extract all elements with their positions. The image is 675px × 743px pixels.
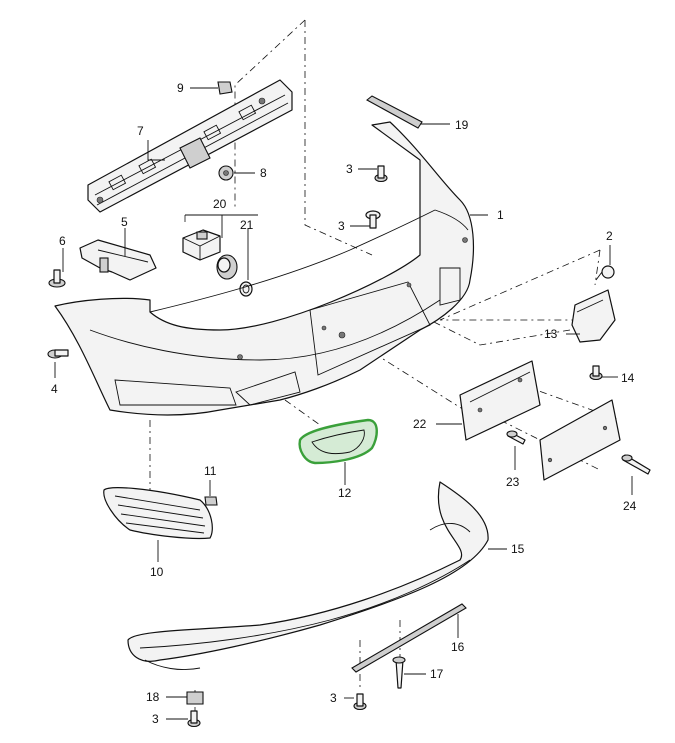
bumper-bracket-part-5[interactable]: [79, 239, 157, 281]
cap-part-2[interactable]: [595, 265, 615, 281]
callout-10: 10: [150, 565, 164, 579]
strip-part-16[interactable]: [351, 603, 467, 673]
callout-1: 1: [497, 208, 504, 222]
callout-2: 2: [606, 229, 613, 243]
callout-11: 11: [204, 464, 217, 478]
callout-3b: 3: [338, 219, 345, 233]
rivet-part-17[interactable]: [392, 656, 406, 689]
screw-part-23[interactable]: [506, 430, 526, 445]
callout-14: 14: [621, 371, 635, 385]
callout-20: 20: [213, 197, 227, 211]
parking-sensor-part-20[interactable]: [182, 229, 238, 280]
grille-insert-part-10[interactable]: [103, 487, 213, 540]
leader-lines: [54, 87, 633, 720]
bumper-cover-part-1[interactable]: [54, 121, 474, 416]
side-cover-part-13[interactable]: [571, 289, 616, 343]
license-plate: [539, 399, 621, 481]
screw-part-3-a[interactable]: [374, 165, 388, 183]
callout-9: 9: [177, 81, 184, 95]
sensor-ring-part-21[interactable]: [239, 281, 253, 297]
clip-part-11[interactable]: [204, 496, 218, 506]
callout-8: 8: [260, 166, 267, 180]
clip-part-18[interactable]: [186, 691, 204, 705]
callout-18: 18: [146, 690, 160, 704]
callout-24: 24: [623, 499, 637, 513]
plate-bracket-part-22[interactable]: [459, 360, 541, 441]
callout-23: 23: [506, 475, 520, 489]
callout-3c: 3: [330, 691, 337, 705]
callout-6: 6: [59, 234, 66, 248]
callout-3a: 3: [346, 162, 353, 176]
callout-22: 22: [413, 417, 427, 431]
callout-4: 4: [51, 382, 58, 396]
callout-17: 17: [430, 667, 444, 681]
callout-labels: 9 7 8 20 21 5 6 4 19 3 3 1 2 13 14 22 23…: [51, 81, 637, 726]
callout-13: 13: [544, 327, 558, 341]
trim-strip-part-19[interactable]: [366, 95, 423, 129]
lower-spoiler-part-15[interactable]: [127, 481, 489, 671]
screw-part-24[interactable]: [621, 454, 651, 475]
reflector-frame-part-12-highlighted[interactable]: [298, 418, 378, 465]
nut-part-8[interactable]: [218, 165, 234, 181]
callout-3d: 3: [152, 712, 159, 726]
callout-12: 12: [338, 486, 352, 500]
screw-part-3-c[interactable]: [353, 693, 367, 711]
screw-part-3-d[interactable]: [187, 710, 201, 728]
screw-part-14[interactable]: [589, 365, 603, 381]
callout-7: 7: [137, 124, 144, 138]
callout-15: 15: [511, 542, 525, 556]
callout-5: 5: [121, 215, 128, 229]
callout-16: 16: [451, 640, 465, 654]
screw-part-3-b[interactable]: [365, 210, 381, 229]
clip-part-9[interactable]: [217, 81, 233, 95]
callout-21: 21: [240, 218, 254, 232]
screw-part-4[interactable]: [47, 349, 69, 359]
impact-carrier-part-7[interactable]: [87, 79, 293, 213]
screw-part-6[interactable]: [48, 269, 66, 288]
callout-19: 19: [455, 118, 469, 132]
